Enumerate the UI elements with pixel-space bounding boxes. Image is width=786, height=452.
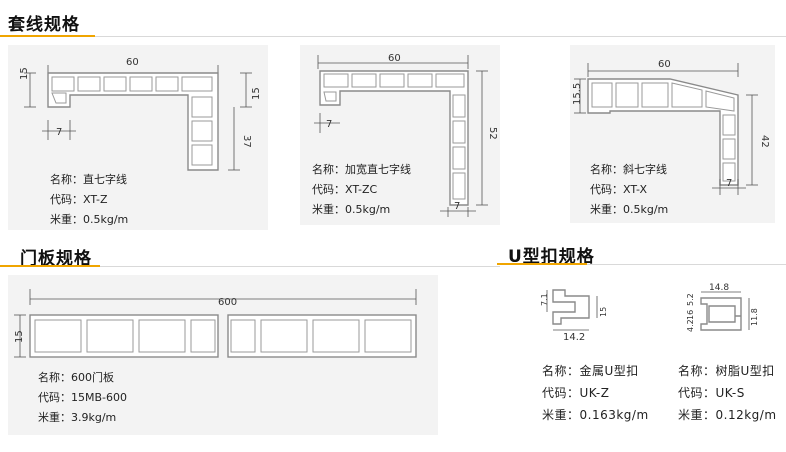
clip-2-dim-d: 4.2 xyxy=(686,319,695,332)
trim-2-name: 名称：加宽直七字线 xyxy=(312,163,411,176)
trim-3-depth-label: 42 xyxy=(759,135,770,148)
door-title-underline xyxy=(0,265,100,267)
clip-2-weight: 米重：0.12kg/m xyxy=(678,408,777,422)
clip-2-info: 名称：树脂U型扣 代码：UK-S 米重：0.12kg/m xyxy=(678,360,777,426)
clip-2-name: 名称：树脂U型扣 xyxy=(678,364,775,378)
trim-1-info: 名称：直七字线 代码：XT-Z 米重：0.5kg/m xyxy=(50,170,128,230)
trim-2-code: 代码：XT-ZC xyxy=(312,183,378,196)
trim-title-underline xyxy=(0,35,95,37)
clip-section-title: U型扣规格 xyxy=(508,247,595,267)
door-title-rule xyxy=(100,266,500,267)
clip-2-dim-a: 14.8 xyxy=(709,283,729,293)
trim-1-depth-label: 37 xyxy=(241,135,252,148)
trim-1-left-height-label: 15 xyxy=(19,67,30,80)
door-name: 名称：600门板 xyxy=(38,371,114,384)
clip-2-dim-e: 11.8 xyxy=(750,308,759,326)
trim-3-profile-drawing: 60 15.5 42 7 xyxy=(572,59,770,195)
trim-2-depth-label: 52 xyxy=(487,127,498,140)
trim-2-info: 名称：加宽直七字线 代码：XT-ZC 米重：0.5kg/m xyxy=(312,160,411,220)
trim-1-lip-label: 7 xyxy=(56,127,62,138)
trim-1-code: 代码：XT-Z xyxy=(50,193,108,206)
trim-1-profile-drawing: 60 15 15 7 37 xyxy=(19,57,262,171)
trim-section-title: 套线规格 xyxy=(8,15,80,35)
door-section-title: 门板规格 xyxy=(20,249,92,269)
clip-1-name: 名称：金属U型扣 xyxy=(542,364,639,378)
trim-1-weight: 米重：0.5kg/m xyxy=(50,213,129,226)
trim-3-width-label: 60 xyxy=(658,59,671,70)
clip-1-dim-a: 7.1 xyxy=(540,293,549,306)
trim-2-weight: 米重：0.5kg/m xyxy=(312,203,391,216)
clip-2-dim-b: 5.2 xyxy=(686,293,695,306)
door-height-label: 15 xyxy=(14,330,25,343)
trim-2-width-label: 60 xyxy=(388,53,401,64)
trim-1-width-label: 60 xyxy=(126,57,139,68)
trim-panel-3 xyxy=(570,45,775,223)
trim-3-weight: 米重：0.5kg/m xyxy=(590,203,669,216)
trim-3-code: 代码：XT-X xyxy=(590,183,648,196)
trim-1-name: 名称：直七字线 xyxy=(50,173,127,186)
door-info: 名称：600门板 代码：15MB-600 米重：3.9kg/m xyxy=(38,368,127,428)
clip-1-profile-drawing: 7.1 15 14.2 xyxy=(540,289,608,343)
trim-2-lip-label: 7 xyxy=(326,119,332,130)
clip-1-dim-c: 14.2 xyxy=(563,332,585,343)
trim-2-profile-drawing: 60 7 52 7 xyxy=(314,53,498,217)
clip-2-profile-drawing: 14.8 5.2 16 4.2 11.8 xyxy=(686,283,759,332)
door-width-label: 600 xyxy=(218,297,237,308)
trim-3-left-height-label: 15.5 xyxy=(572,83,583,105)
door-profile-drawing: 600 15 xyxy=(14,289,417,358)
clip-2-dim-c: 16 xyxy=(686,310,695,320)
trim-3-lip-label: 7 xyxy=(726,178,732,189)
door-code: 代码：15MB-600 xyxy=(38,391,127,404)
trim-1-right-height-label: 15 xyxy=(251,87,262,100)
clip-1-code: 代码：UK-Z xyxy=(542,386,610,400)
clip-1-dim-b: 15 xyxy=(599,307,608,317)
clip-2-code: 代码：UK-S xyxy=(678,386,745,400)
clip-title-underline xyxy=(497,263,587,265)
trim-2-bottom-lip-label: 7 xyxy=(454,201,460,212)
door-weight: 米重：3.9kg/m xyxy=(38,411,117,424)
clip-1-info: 名称：金属U型扣 代码：UK-Z 米重：0.163kg/m xyxy=(542,360,649,426)
trim-title-rule xyxy=(95,36,786,37)
trim-3-info: 名称：斜七字线 代码：XT-X 米重：0.5kg/m xyxy=(590,160,668,220)
clip-title-rule xyxy=(587,264,786,265)
trim-3-name: 名称：斜七字线 xyxy=(590,163,667,176)
clip-1-weight: 米重：0.163kg/m xyxy=(542,408,649,422)
